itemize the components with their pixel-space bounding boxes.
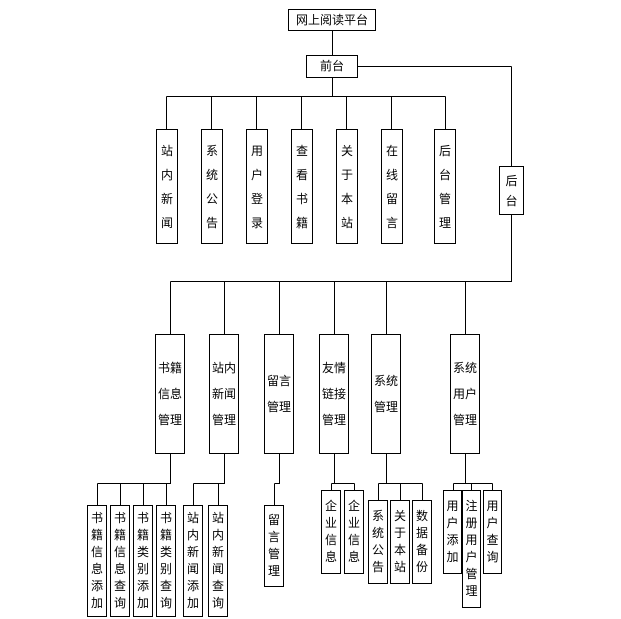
frontend-item-site-news: 站内新闻	[156, 129, 178, 244]
node-backend: 后台	[499, 166, 524, 215]
module-book-info: 书籍信息管理	[155, 334, 185, 454]
frontend-item-admin: 后台管理	[434, 129, 456, 244]
leaf-about-site: 关于本站	[390, 500, 410, 584]
leaf-message-manage: 留言管理	[264, 505, 284, 587]
frontend-item-system-notice: 系统公告	[201, 129, 223, 244]
module-system-user: 系统用户管理	[450, 334, 480, 454]
leaf-enterprise-info-2: 企业信息	[344, 490, 364, 574]
leaf-site-news-add: 站内新闻添加	[183, 505, 203, 617]
leaf-enterprise-info-1: 企业信息	[321, 490, 341, 574]
module-site-news: 站内新闻管理	[209, 334, 239, 454]
leaf-system-notice: 系统公告	[368, 500, 388, 584]
module-system: 系统管理	[371, 334, 401, 454]
node-frontend: 前台	[306, 55, 358, 78]
module-friendly-links: 友情链接管理	[319, 334, 349, 454]
leaf-registered-user-manage: 注册用户管理	[462, 490, 481, 608]
frontend-item-view-books: 查看书籍	[291, 129, 313, 244]
leaf-book-info-query: 书籍信息查询	[110, 505, 130, 617]
leaf-user-query: 用户查询	[483, 490, 502, 574]
leaf-user-add: 用户添加	[443, 490, 462, 574]
leaf-book-category-add: 书籍类别添加	[133, 505, 153, 617]
frontend-item-about-site: 关于本站	[336, 129, 358, 244]
leaf-site-news-query: 站内新闻查询	[208, 505, 228, 617]
node-root: 网上阅读平台	[288, 9, 376, 31]
leaf-data-backup: 数据备份	[412, 500, 432, 584]
leaf-book-category-query: 书籍类别查询	[156, 505, 176, 617]
frontend-item-user-login: 用户登录	[246, 129, 268, 244]
module-message: 留言管理	[264, 334, 294, 454]
frontend-item-online-message: 在线留言	[381, 129, 403, 244]
leaf-book-info-add: 书籍信息添加	[87, 505, 107, 617]
